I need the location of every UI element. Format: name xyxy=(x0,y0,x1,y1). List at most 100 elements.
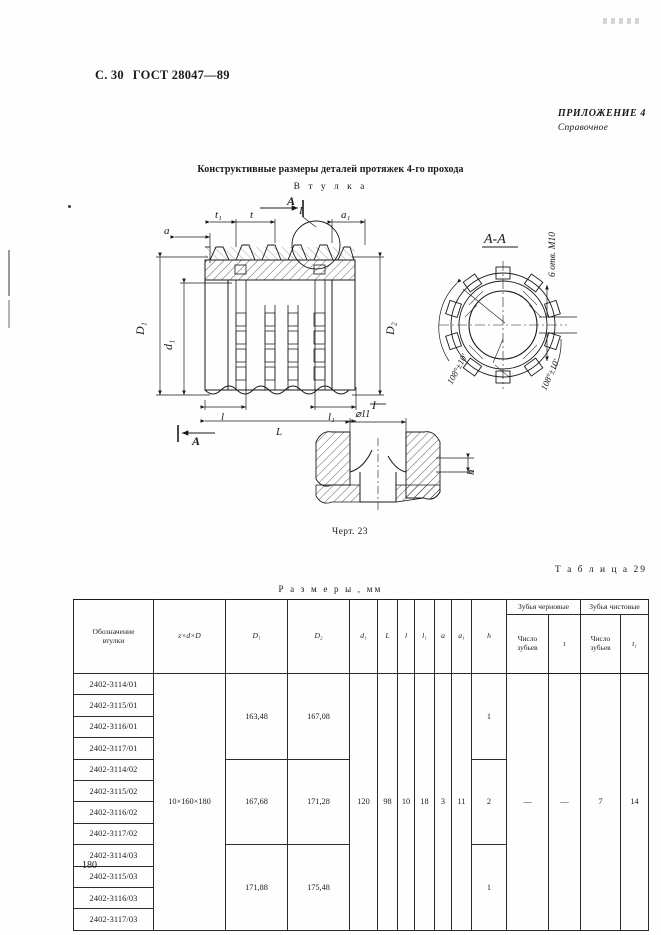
label-d1: d₁ xyxy=(161,340,175,350)
th-h: h xyxy=(471,599,507,674)
cell-D1: 171,88 xyxy=(225,844,288,931)
label-holes-note: 6 отв. М10 xyxy=(548,232,558,277)
scan-artifact xyxy=(603,18,643,24)
label-D1: D₁ xyxy=(133,322,147,336)
appendix-subtitle: Справочное xyxy=(557,123,609,133)
cell-designation: 2402-3114/02 xyxy=(73,758,154,781)
cell-h: 2 xyxy=(471,758,507,846)
section-arrow-bottom-label: A xyxy=(191,434,200,448)
cell-designation: 2402-3117/01 xyxy=(73,737,154,760)
th-designation: Обозначение втулки xyxy=(73,599,154,674)
cell-designation: 2402-3117/03 xyxy=(73,908,154,931)
cell-D2: 171,28 xyxy=(287,758,350,846)
th-rough-count-line1: Число xyxy=(517,634,538,644)
table-row: 2402-3117/03 xyxy=(73,908,649,931)
table-subheader-row: Число зубьев t Число зубьев t₁ xyxy=(74,614,650,674)
label-angle-2: 108°±10' xyxy=(539,357,562,392)
cell-designation: 2402-3116/02 xyxy=(73,801,154,824)
cell-h: 1 xyxy=(471,844,507,931)
th-group-finish: Зубья чистовые xyxy=(579,599,650,615)
th-D2: D₂ xyxy=(287,599,350,674)
standard-number: ГОСТ 28047—89 xyxy=(132,68,230,82)
cell-fin-t1: 14 xyxy=(619,673,650,931)
th-rough-count: Число зубьев xyxy=(506,614,549,674)
part-name: В т у л к а xyxy=(293,182,368,192)
scan-edge-mark-2 xyxy=(8,300,10,328)
label-detail-leader: I xyxy=(298,205,304,217)
cell-designation: 2402-3117/02 xyxy=(73,822,154,846)
label-h: h xyxy=(465,469,477,475)
th-group-rough: Зубья черновые xyxy=(506,599,581,615)
cell-D2: 175,48 xyxy=(287,844,350,931)
th-designation-line1: Обозначение xyxy=(92,626,135,636)
detail-view-label: I xyxy=(371,398,377,412)
cell-l1: 18 xyxy=(414,673,435,931)
table-row: 2402-3114/01 10×160×180 163,48 167,08 12… xyxy=(73,672,650,931)
cell-designation: 2402-3115/01 xyxy=(73,694,154,717)
page-label: С. 30 xyxy=(95,68,124,82)
th-D1: D₁ xyxy=(225,599,288,674)
label-l: l xyxy=(221,411,224,423)
appendix-block: ПРИЛОЖЕНИЕ 4 Справочное xyxy=(558,108,646,133)
scan-edge-mark xyxy=(8,250,10,296)
label-L: L xyxy=(275,426,282,438)
th-designation-line2: втулки xyxy=(102,635,125,645)
section-title: Конструктивные размеры деталей протяжек … xyxy=(197,164,464,175)
th-d1: d₁ xyxy=(349,599,378,674)
table-number: Т а б л и ц а 29 xyxy=(554,565,647,575)
th-l1: l₁ xyxy=(414,599,435,674)
label-a: a xyxy=(164,225,170,237)
cell-fin-count: 7 xyxy=(580,673,621,931)
cell-rough-count: — xyxy=(506,673,549,931)
cell-D1: 167,68 xyxy=(225,758,288,846)
th-zdD: z×d×D xyxy=(153,599,226,674)
cell-designation: 2402-3116/03 xyxy=(73,886,154,910)
th-l: l xyxy=(397,599,415,674)
cell-designation: 2402-3114/03 xyxy=(73,844,154,867)
dimensions-table: Обозначение втулки z×d×D D₁ D₂ d₁ L l l₁… xyxy=(73,599,650,931)
cell-D1: 163,48 xyxy=(225,673,288,760)
section-arrow-top-label: A xyxy=(286,195,295,208)
table-row: 2402-3114/02 167,68 171,28 2 xyxy=(73,758,649,846)
technical-drawing: a t₁ t a₁ I A A D₁ d₁ D₂ l l₁ L А-А 6 от… xyxy=(60,195,620,555)
th-rough-t: t xyxy=(548,614,581,674)
th-fin-count-line1: Число xyxy=(590,634,611,644)
cell-L: 98 xyxy=(377,673,398,931)
th-fin-count: Число зубьев xyxy=(580,614,621,674)
cell-zdD: 10×160×180 xyxy=(153,673,226,931)
th-a1: a₁ xyxy=(451,599,472,674)
drawing-svg: a t₁ t a₁ I A A D₁ d₁ D₂ l l₁ L А-А 6 от… xyxy=(133,195,577,510)
table-group-header-row: Обозначение втулки z×d×D D₁ D₂ d₁ L l l₁… xyxy=(73,599,650,674)
page-header: С. 30 ГОСТ 28047—89 xyxy=(95,68,230,83)
table-units-caption: Р а з м е р ы , мм xyxy=(278,584,383,594)
cell-a: 3 xyxy=(434,673,452,931)
scan-speck xyxy=(68,205,71,208)
table-body: 2402-3114/01 10×160×180 163,48 167,08 12… xyxy=(73,672,650,931)
th-fin-count-line2: зубьев xyxy=(590,643,611,652)
cell-rough-t: — xyxy=(548,673,581,931)
cell-a1: 11 xyxy=(451,673,472,931)
label-D2: D₂ xyxy=(383,322,397,336)
cell-l: 10 xyxy=(397,673,415,931)
label-t: t xyxy=(250,209,254,221)
table-row: 2402-3116/03 xyxy=(73,886,649,910)
cell-D2: 167,08 xyxy=(287,673,350,760)
th-fin-t1: t₁ xyxy=(619,614,650,674)
cell-d1: 120 xyxy=(349,673,378,931)
cell-h: 1 xyxy=(471,673,507,760)
section-view-label: А-А xyxy=(483,232,506,247)
cell-designation: 2402-3114/01 xyxy=(73,672,154,696)
table-row: 2402-3114/03 171,88 175,48 1 xyxy=(73,844,649,931)
figure-caption: Черт. 23 xyxy=(332,527,368,537)
label-hole-dia: ⌀11 xyxy=(355,409,370,420)
th-L: L xyxy=(377,599,398,674)
th-a: a xyxy=(434,599,452,674)
th-rough-count-line2: зубьев xyxy=(517,643,538,652)
cell-designation: 2402-3116/01 xyxy=(73,715,154,739)
label-angle-1: 108°±10' xyxy=(445,351,470,386)
label-t1: t₁ xyxy=(215,209,222,221)
cell-designation: 2402-3115/02 xyxy=(73,779,154,803)
page-footer-number: 180 xyxy=(82,860,97,871)
label-l1: l₁ xyxy=(328,411,335,423)
